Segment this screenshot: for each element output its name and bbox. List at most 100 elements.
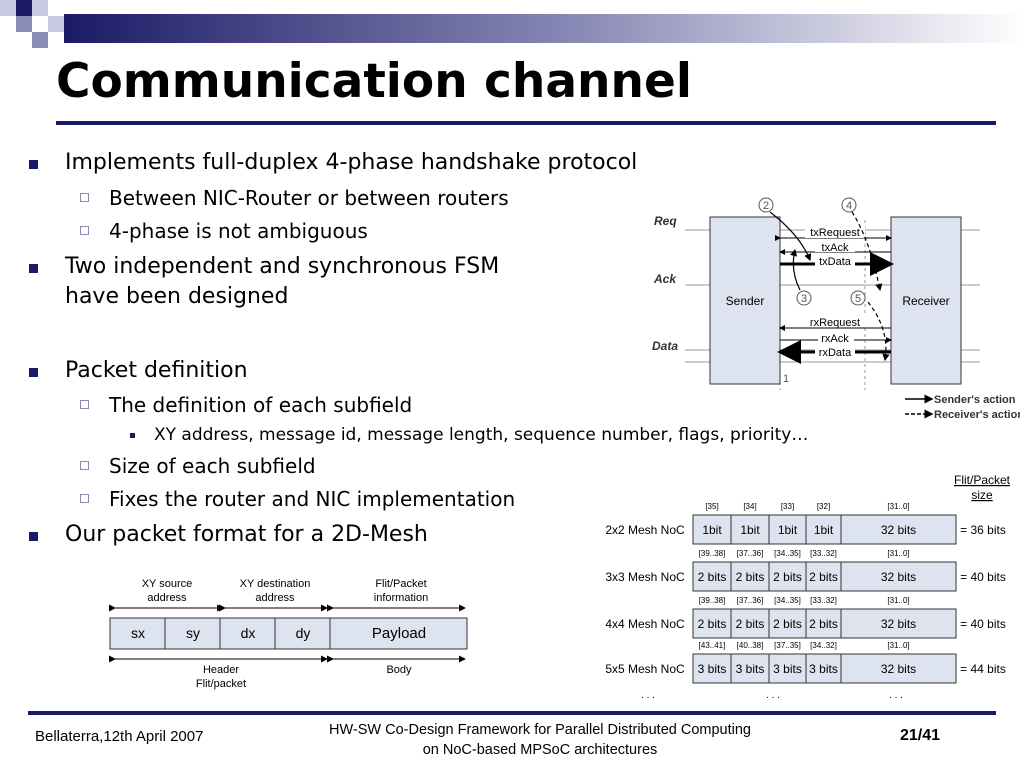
bullet-packet-definition: Packet definition [65, 358, 248, 383]
title-underline [56, 121, 996, 125]
mesh-row-size: = 40 bits [960, 570, 1006, 584]
mesh-cell: 2 bits [698, 617, 727, 631]
field-sy: sy [186, 625, 200, 641]
field-dx: dx [241, 625, 256, 641]
mesh-row: 4x4 Mesh NoC[39..38]2 bits[37..36]2 bits… [605, 596, 1006, 639]
size-header-line2: size [971, 488, 993, 502]
sender-label: Sender [726, 294, 765, 308]
mesh-cell: 1bit [740, 523, 760, 537]
mesh-row-box [692, 608, 957, 639]
size-header-line1: Flit/Packet [954, 473, 1011, 487]
footer-title-line1: HW-SW Co-Design Framework for Parallel D… [329, 722, 751, 738]
mesh-cell: 1bit [702, 523, 722, 537]
sub-bullet-marker [80, 400, 89, 409]
mesh-row: 2x2 Mesh NoC[35]1bit[34]1bit[33]1bit[32]… [605, 502, 1006, 545]
step-5: 5 [855, 293, 861, 305]
group-label-flit-info-text: Flit/Packet [375, 578, 426, 590]
mesh-bit-range: [40..38] [737, 641, 764, 650]
mesh-row-name: 3x3 Mesh NoC [605, 570, 685, 584]
mesh-cell: 2 bits [773, 617, 802, 631]
receiver-label: Receiver [902, 294, 949, 308]
mesh-bit-range: [34] [743, 502, 756, 511]
bullet-fsm-line1: Two independent and synchronous FSM [65, 254, 500, 279]
mesh-bit-range: [31..0] [887, 549, 909, 558]
mesh-bit-range: [34..35] [774, 596, 801, 605]
field-dy: dy [296, 625, 311, 641]
mesh-cell: 32 bits [881, 617, 916, 631]
bottom-label-body: Body [386, 664, 412, 676]
group-label-flit-info: Flit/Packet information [374, 578, 428, 604]
receiver-block [890, 216, 962, 385]
mesh-bit-range: [37..36] [737, 549, 764, 558]
signal-label-data: Data [652, 339, 678, 353]
bullet-marker [29, 532, 38, 541]
sub-sub-bullet-fields: XY address, message id, message length, … [154, 425, 809, 445]
mesh-bit-range: [31..0] [887, 502, 909, 511]
group-label-destination-text: XY destination [240, 578, 311, 590]
handshake-diagram: Req Ack Data Sender Receiver txRequest t… [652, 197, 1020, 421]
mesh-row-box [692, 653, 957, 684]
ellipsis-3: . . . [889, 690, 903, 701]
footer-rule [28, 711, 996, 715]
mesh-row-box [692, 514, 957, 545]
mesh-row-size: = 40 bits [960, 617, 1006, 631]
mesh-row-name: 2x2 Mesh NoC [605, 523, 685, 537]
mesh-bit-range: [33..32] [810, 549, 837, 558]
step-3: 3 [801, 293, 807, 305]
mesh-cell: 1bit [778, 523, 798, 537]
mesh-cell: 2 bits [736, 570, 765, 584]
mesh-row: 3x3 Mesh NoC [39..38] 2 bits [37..36] 2 bits… [605, 549, 1006, 592]
mesh-cell: 2 bits [773, 570, 802, 584]
mesh-bit-range: [32] [817, 502, 830, 511]
group-label-flit-info-text2: information [374, 592, 428, 604]
bullet-marker [29, 368, 38, 377]
bottom-label-header-text: Header [203, 664, 239, 676]
mesh-bit-range: [39..38] [699, 549, 726, 558]
footer-title: HW-SW Co-Design Framework for Parallel D… [300, 720, 780, 760]
step-4: 4 [846, 200, 852, 212]
group-label-source-text: XY source [142, 578, 193, 590]
bullet-handshake: Implements full-duplex 4-phase handshake… [65, 150, 638, 175]
legend-receiver-action: Receiver's action [934, 409, 1020, 421]
title-decoration [0, 0, 1024, 48]
sub-bullet-subfield-definition: The definition of each subfield [109, 393, 413, 417]
field-payload: Payload [372, 625, 426, 642]
tx-ack-label: txAck [822, 242, 849, 254]
sub-bullet-nic-router: Between NIC-Router or between routers [109, 186, 509, 210]
mesh-cell: 32 bits [881, 523, 916, 537]
signal-label-ack: Ack [653, 272, 677, 286]
sub-bullet-4phase: 4-phase is not ambiguous [109, 219, 368, 243]
mesh-bit-range: [37..36] [737, 596, 764, 605]
sub-bullet-subfield-size: Size of each subfield [109, 454, 316, 478]
mesh-bit-range: [34..35] [774, 549, 801, 558]
mesh-bit-range: [43..41] [699, 641, 726, 650]
mesh-bit-range: [37..35] [774, 641, 801, 650]
tx-data-label: txData [819, 256, 852, 268]
mesh-cell: 3 bits [773, 662, 802, 676]
bullet-fsm-line2: have been designed [65, 284, 289, 309]
step-1: 1 [783, 373, 789, 385]
rx-data-label: rxData [819, 347, 852, 359]
rx-ack-label: rxAck [821, 333, 849, 345]
legend-sender-action: Sender's action [934, 394, 1016, 406]
mesh-row-box [692, 561, 957, 592]
bullet-marker [29, 264, 38, 273]
mesh-row-size: = 36 bits [960, 523, 1006, 537]
mesh-bit-range: [39..38] [699, 596, 726, 605]
page-number: 21/41 [900, 727, 941, 744]
mesh-cell: 2 bits [809, 570, 838, 584]
mesh-cell: 3 bits [809, 662, 838, 676]
sub-bullet-marker [80, 193, 89, 202]
sub-bullet-marker [80, 226, 89, 235]
ellipsis-2: . . . [766, 690, 780, 701]
sub-bullet-marker [80, 461, 89, 470]
mesh-cell: 32 bits [881, 662, 916, 676]
mesh-bit-range: [34..32] [810, 641, 837, 650]
sub-bullet-marker [80, 494, 89, 503]
